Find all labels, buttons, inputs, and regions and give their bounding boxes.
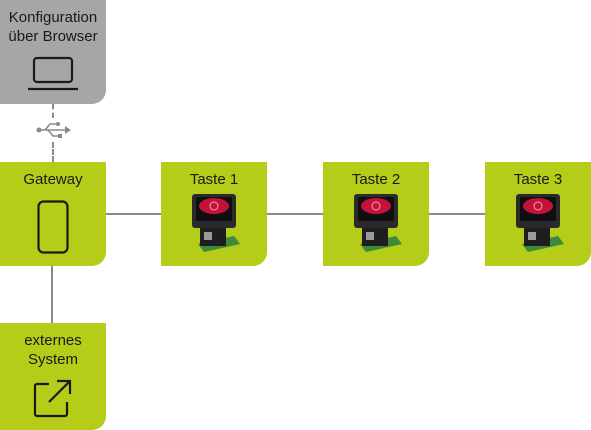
push-button-icon	[354, 194, 402, 252]
taste-1-box: Taste 1	[161, 162, 267, 266]
config-gateway-connector-top	[52, 104, 54, 118]
external-system-box: externes System	[0, 323, 106, 430]
taste-1-label: Taste 1	[189, 171, 239, 188]
config-label-line2: über Browser	[8, 28, 98, 45]
external-label-line2: System	[27, 351, 78, 368]
external-link-icon	[33, 379, 72, 418]
config-box: Konfiguration über Browser	[0, 0, 106, 104]
taste-3-box: Taste 3	[485, 162, 591, 266]
push-button-icon	[516, 194, 564, 252]
config-gateway-connector-bottom	[52, 142, 54, 162]
laptop-icon	[28, 56, 78, 91]
taste-2-box: Taste 2	[323, 162, 429, 266]
gateway-external-connector	[51, 266, 53, 323]
gateway-label: Gateway	[23, 171, 83, 188]
taste1-taste2-connector	[267, 213, 323, 215]
device-icon	[37, 200, 69, 254]
config-label-line1: Konfiguration	[8, 9, 98, 26]
taste-2-label: Taste 2	[351, 171, 401, 188]
gateway-taste1-connector	[106, 213, 161, 215]
usb-icon	[36, 122, 71, 138]
push-button-icon	[192, 194, 240, 252]
external-label-line1: externes	[24, 332, 82, 349]
taste2-taste3-connector	[429, 213, 485, 215]
taste-3-label: Taste 3	[513, 171, 563, 188]
gateway-box: Gateway	[0, 162, 106, 266]
